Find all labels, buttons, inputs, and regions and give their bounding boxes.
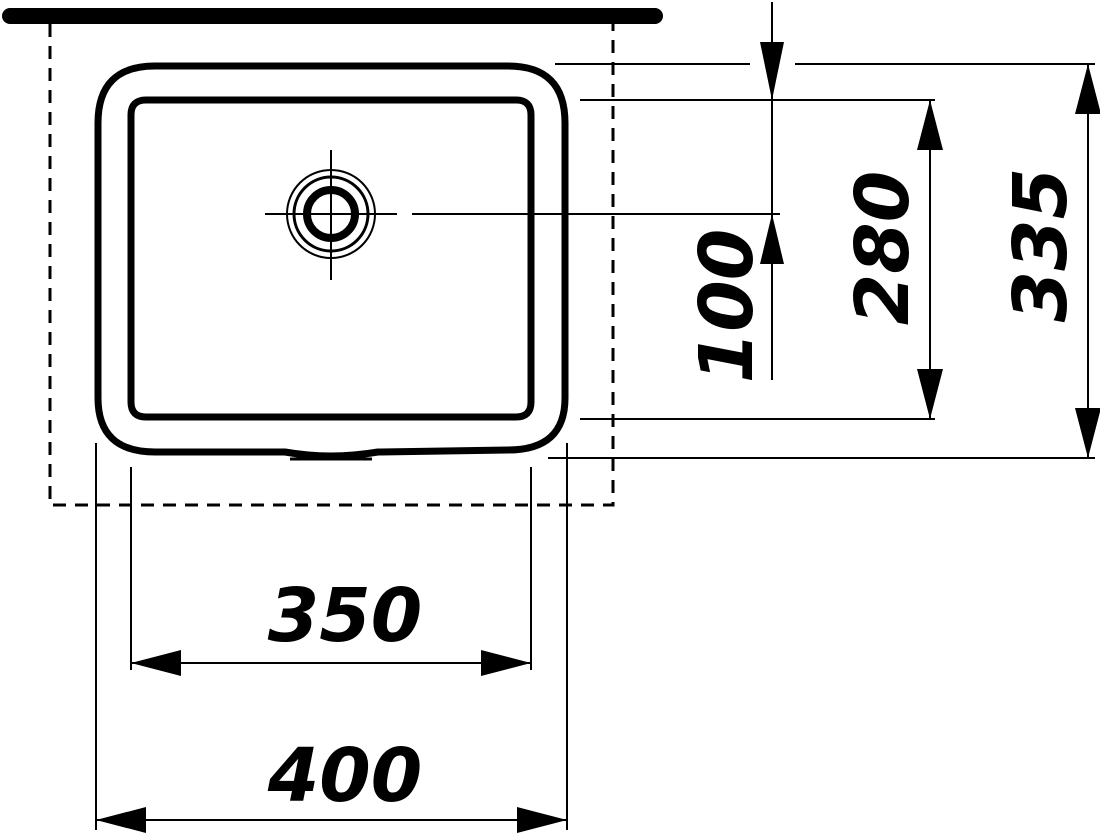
label-inner-depth: 280 <box>840 171 926 325</box>
dimension-outer-width <box>96 807 567 833</box>
label-inner-width: 350 <box>268 573 422 659</box>
label-drain-offset: 100 <box>684 229 770 383</box>
extension-lines <box>95 63 1095 830</box>
dimension-inner-width <box>131 650 531 676</box>
dimension-inner-depth <box>917 100 943 419</box>
sink-outer-rim <box>94 62 569 460</box>
dimension-drain-offset <box>760 2 784 380</box>
label-outer-width: 400 <box>267 733 422 819</box>
sink-inner-basin <box>127 96 535 421</box>
cutout-outline <box>48 24 615 507</box>
label-outer-depth: 335 <box>998 168 1084 322</box>
drain-centerline <box>265 150 780 280</box>
dimension-outer-depth <box>1075 64 1100 458</box>
